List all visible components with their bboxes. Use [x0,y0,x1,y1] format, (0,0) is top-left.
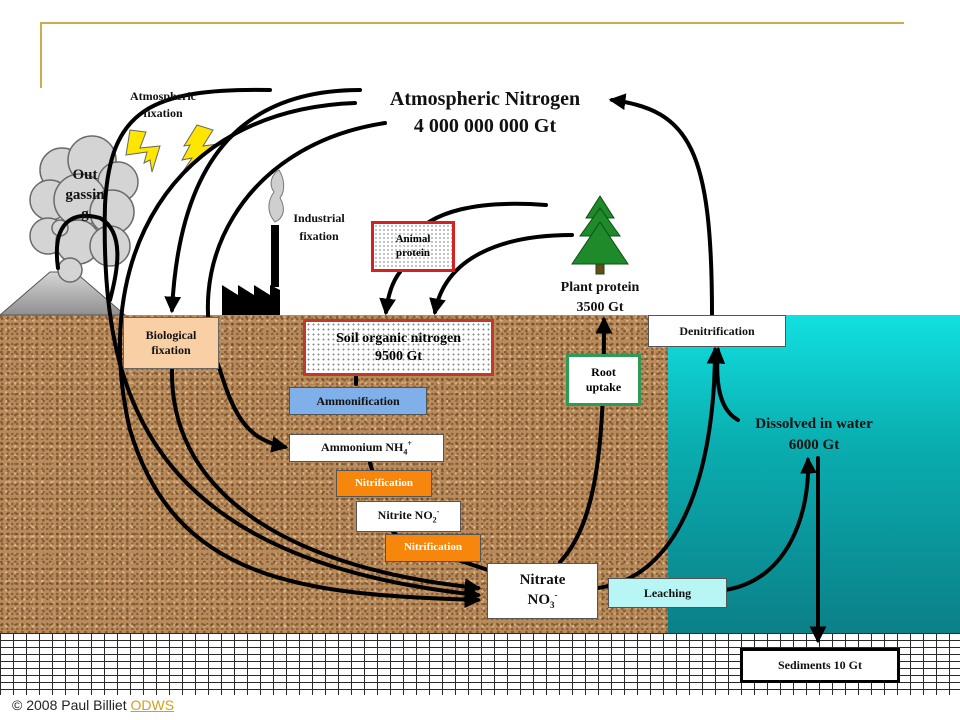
outgassing-label: Out gassin g [65,167,105,222]
plant-protein-label: Plant protein 3500 Gt [560,280,640,315]
nitrite-box: Nitrite NO2- [356,501,461,532]
denitrification-box: Denitrification [648,315,786,347]
nitrification-box-1: Nitrification [336,470,432,497]
odws-link[interactable]: ODWS [130,697,175,713]
outgassing-cloud [29,135,139,283]
soil-organic-nitrogen-box: Soil organic nitrogen 9500 Gt [303,319,494,376]
ammonification-box: Ammonification [289,387,427,415]
copyright-credit: © 2008 Paul Billiet ODWS [12,697,174,713]
lightning-bolt-right [179,124,220,177]
leaching-box: Leaching [608,578,727,608]
biological-fixation-box: Biological fixation [123,317,219,369]
dissolved-in-water-label: Dissolved in water 6000 Gt [755,416,873,453]
title-line-1: Atmospheric Nitrogen [389,88,581,110]
pine-tree-icon [571,195,629,275]
animal-protein-box: Animal protein [371,221,455,272]
sediments-box: Sediments 10 Gt [740,648,900,683]
factory-icon [222,169,285,315]
atmospheric-nitrogen-title: Atmospheric Nitrogen 4 000 000 000 Gt [330,86,640,140]
nitrate-box: Nitrate NO3- [487,563,598,619]
decorative-top-line [40,22,904,24]
sediment-layer [0,633,960,695]
credit-text: © 2008 Paul Billiet [12,697,131,713]
industrial-fixation-label: Industrial fixation [293,211,345,243]
nitrification-box-2: Nitrification [385,534,481,562]
soil-layer [0,315,668,633]
lightning-bolt-left [125,129,161,173]
decorative-left-line [40,22,42,88]
ammonium-box: Ammonium NH4+ [289,434,444,462]
title-line-2: 4 000 000 000 Gt [413,115,557,137]
atmospheric-fixation-label: Atmospheric fixation [130,89,196,121]
root-uptake-box: Root uptake [566,354,641,406]
